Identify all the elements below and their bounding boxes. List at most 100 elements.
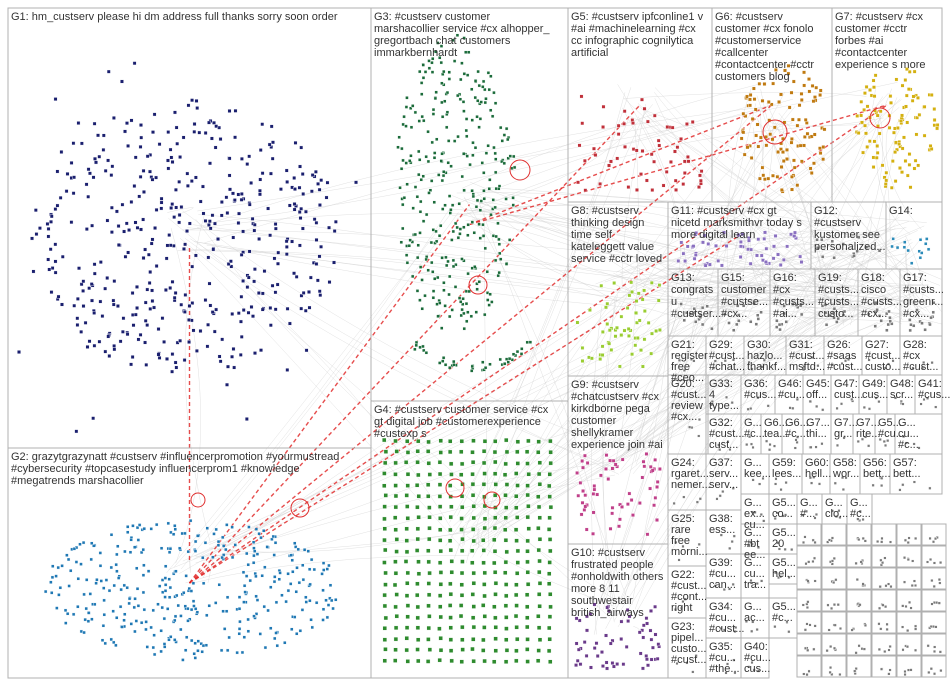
graph-node [469,314,474,319]
graph-node [322,568,326,572]
graph-node [100,314,105,319]
graph-node [610,505,615,510]
graph-node [244,574,249,578]
graph-node [415,581,420,587]
graph-node [96,133,100,138]
highlight-edge [189,234,740,584]
graph-node [756,396,760,400]
graph-node [715,497,719,501]
graph-node [126,530,130,534]
graph-node [886,439,890,443]
graph-node [808,623,812,627]
graph-node [908,328,912,333]
graph-node [230,312,235,316]
graph-node [252,553,256,558]
graph-node [135,284,139,289]
graph-node [488,362,492,367]
graph-node [452,363,456,367]
graph-node [306,549,311,553]
graph-node [88,592,93,596]
graph-node [625,608,630,612]
graph-node [288,582,293,586]
graph-node [931,300,936,305]
graph-edge [468,321,878,555]
graph-node [580,121,585,126]
group-label: G6...tea... [764,417,788,440]
graph-node [698,178,703,183]
graph-node [392,582,398,588]
graph-node [854,651,858,655]
graph-node [644,452,649,456]
graph-node [493,515,498,520]
graph-edge [700,225,925,296]
graph-node [592,646,597,651]
graph-node [726,662,730,666]
graph-edge [483,211,490,549]
graph-node [79,141,84,146]
graph-node [146,569,151,573]
group-label: G5...20 [772,527,796,550]
graph-node [755,628,759,632]
graph-node [462,188,466,193]
graph-node [752,97,757,102]
graph-node [173,187,178,192]
graph-node [209,136,214,141]
graph-node [162,339,167,344]
graph-node [582,158,587,163]
graph-node [156,602,160,606]
group-box [796,655,822,678]
graph-node [138,174,143,179]
graph-node [759,253,764,258]
graph-node [622,328,627,333]
graph-node [304,348,309,353]
graph-node [813,95,817,100]
graph-node [106,69,111,74]
graph-node [430,56,435,61]
graph-node [878,437,882,441]
graph-node [72,547,77,551]
graph-node [695,500,699,504]
graph-node [576,647,581,652]
graph-node [675,662,679,666]
graph-node [214,527,218,532]
graph-node [645,621,650,626]
graph-node [536,439,541,444]
graph-node [260,122,265,127]
graph-node [934,625,938,629]
graph-node [914,648,918,652]
graph-node [265,545,269,549]
graph-node [912,480,916,484]
graph-node [133,629,137,634]
graph-node [275,282,280,287]
graph-node [888,668,892,672]
graph-node [625,502,630,507]
graph-node [272,579,277,584]
graph-node [203,541,208,545]
graph-node [629,498,634,502]
graph-node [459,527,464,532]
graph-node [462,225,466,229]
graph-node [462,326,466,331]
graph-node [416,472,421,478]
graph-node [930,361,934,365]
graph-node [293,541,297,545]
graph-node [504,648,510,653]
graph-node [728,546,732,550]
graph-node [578,662,583,667]
graph-node [307,567,312,572]
graph-node [424,154,428,159]
graph-node [438,647,444,653]
graph-node [649,280,654,285]
graph-node [930,602,934,606]
graph-node [701,240,705,245]
graph-node [826,540,830,544]
graph-node [511,203,515,207]
graph-node [809,445,813,449]
graph-node [881,561,885,565]
graph-node [799,98,804,102]
graph-node [919,402,923,406]
graph-node [354,180,358,185]
graph-node [491,659,497,664]
graph-node [887,125,892,130]
graph-node [154,175,159,180]
